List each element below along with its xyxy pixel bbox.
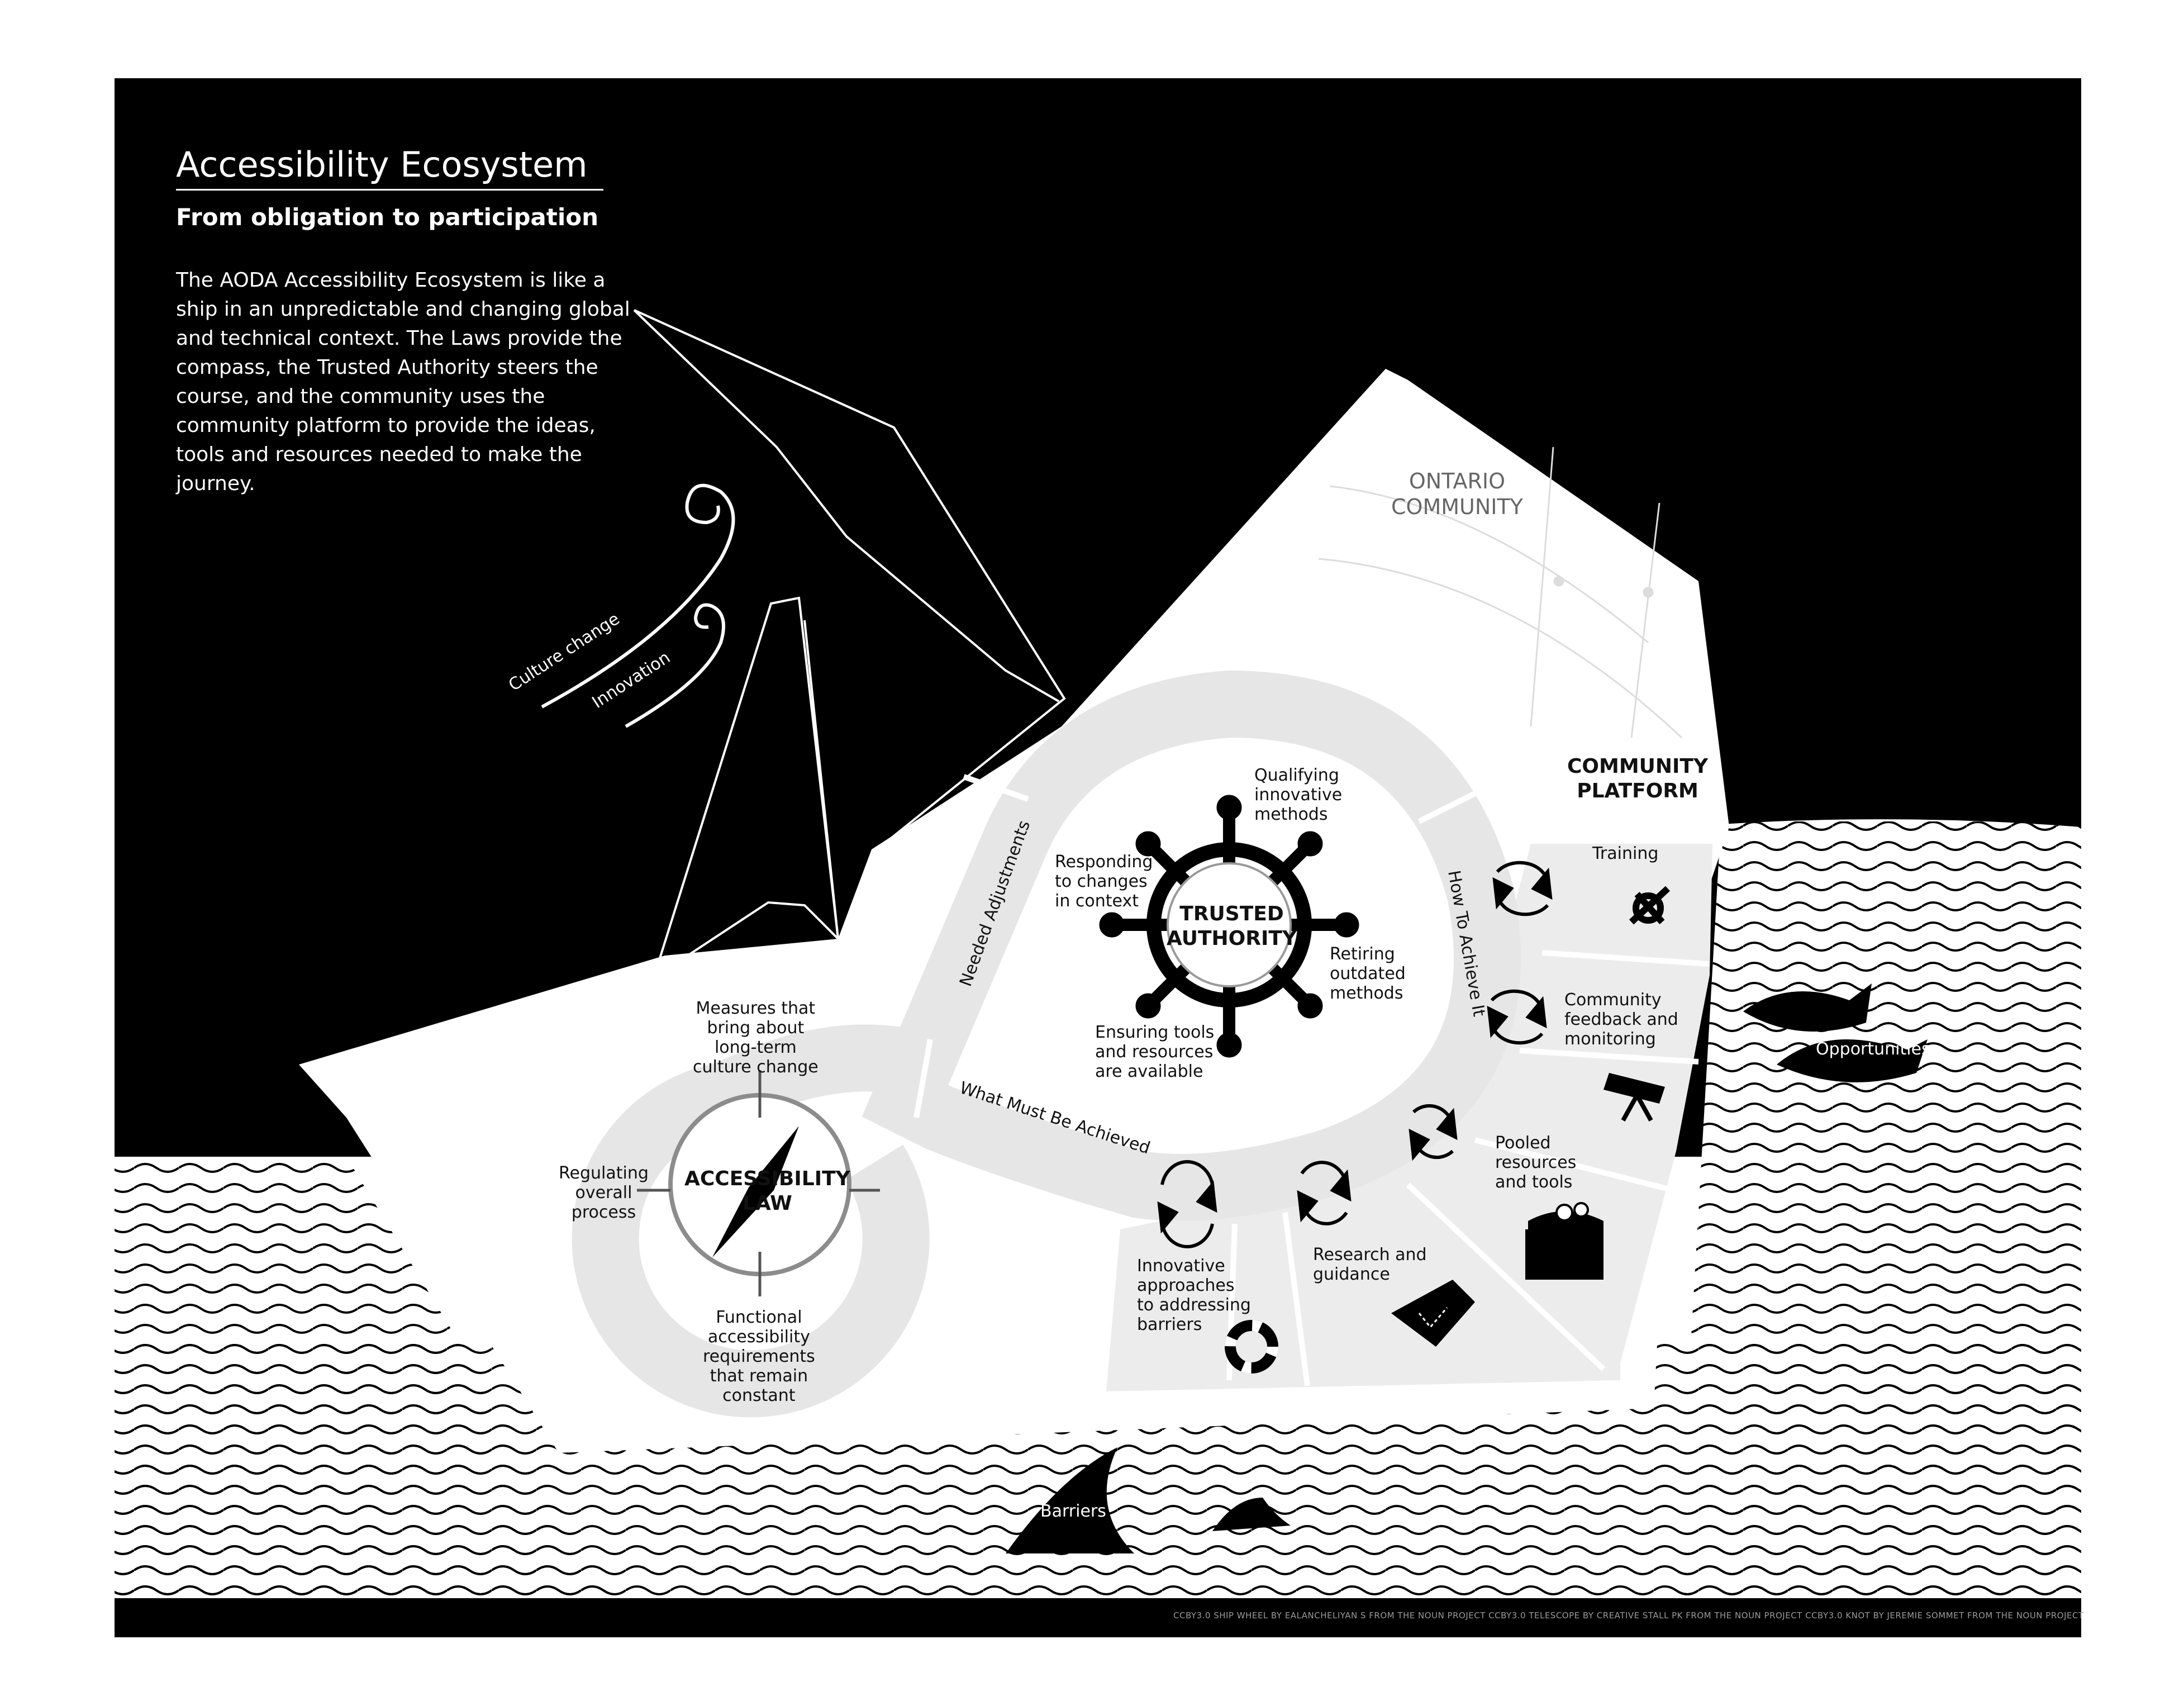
cycle-icon-innovative [1157,1160,1217,1248]
treasure-chest-icon [1525,1202,1603,1280]
authority-title: TRUSTED AUTHORITY [1167,902,1297,950]
cycle-icon-training [1492,861,1553,916]
barriers-fins [1006,1447,1291,1553]
item-feedback: Community feedback and monitoring [1564,990,1678,1049]
compass [637,1070,880,1296]
label-opportunities: Opportunities [1816,1039,1930,1059]
ship-wheel-icon [1099,795,1359,1058]
item-training: Training [1592,844,1659,863]
community-grid [1318,446,1683,739]
platform-dividers [1226,950,1710,1386]
footer-bar [115,1598,2081,1637]
law-top-label: Measures that bring about long-term cult… [693,999,819,1077]
wind-swirls [541,483,735,728]
cycle-icon-feedback [1487,989,1547,1045]
item-pooled: Pooled resources and tools [1495,1133,1577,1192]
page-title: Accessibility Ecosystem [176,144,588,185]
label-ontario-community: ONTARIO COMMUNITY [1391,469,1523,519]
sail [633,309,1066,979]
authority-top-label: Qualifying innovative methods [1254,766,1343,824]
map-icon [1391,1280,1475,1347]
opportunities-fish [1743,983,1928,1082]
cycle-icon-research [1297,1161,1352,1225]
cycle-icon-pooled [1409,1104,1458,1161]
authority-right-label: Retiring outdated methods [1330,944,1406,1003]
life-ring-icon [1225,1320,1278,1374]
title-rule [176,189,603,191]
telescope-icon [1603,1073,1665,1122]
authority-bottom-label: Ensuring tools and resources are availab… [1095,1023,1215,1081]
infinity-path [572,670,1521,1418]
label-barriers: Barriers [1040,1502,1106,1521]
law-bottom-label: Functional accessibility requirements th… [703,1308,815,1405]
law-left-label: Regulating overall process [559,1163,649,1222]
knot-icon [1629,886,1671,925]
path-breaks [913,774,1477,1118]
icon-credits: CCBY3.0 SHIP WHEEL BY EALANCHELIYAN S FR… [1173,1610,2084,1621]
page-subtitle: From obligation to participation [176,203,598,231]
item-research: Research and guidance [1313,1245,1427,1284]
cycle-arrows [1157,861,1553,1248]
item-innovative: Innovative approaches to addressing barr… [1137,1256,1251,1334]
label-community-platform: COMMUNITY PLATFORM [1567,755,1709,802]
intro-paragraph: The AODA Accessibility Ecosystem is like… [176,269,630,495]
law-title: ACCESSIBILITY LAW [684,1167,850,1215]
authority-left-label: Responding to changes in context [1055,852,1153,911]
